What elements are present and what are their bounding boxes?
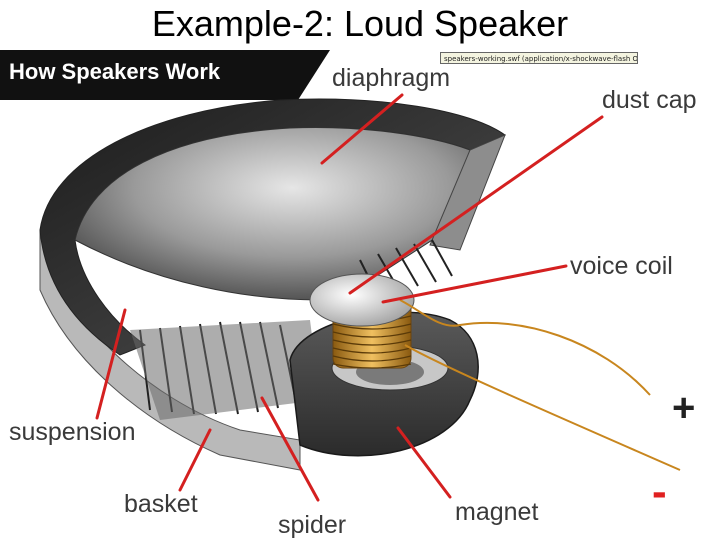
terminal-negative-sign: - (652, 467, 667, 516)
label-diaphragm: diaphragm (332, 64, 451, 92)
dust-cap (309, 273, 415, 327)
leader-line-diaphragm (320, 93, 404, 165)
spider-body (130, 320, 320, 420)
leader-line-dust-cap (348, 115, 604, 295)
flash-object-tooltip: speakers-working.swf (application/x-shoc… (440, 52, 638, 64)
label-magnet: magnet (455, 498, 539, 526)
leader-line-suspension (95, 308, 127, 420)
diaphragm-cone (74, 126, 471, 301)
leader-line-basket (178, 428, 212, 492)
slide-title: Example-2: Loud Speaker (151, 3, 569, 44)
label-suspension: suspension (9, 418, 136, 446)
leader-lines (95, 93, 604, 502)
label-basket: basket (124, 490, 198, 518)
speaker-cutaway-illustration (0, 50, 681, 502)
label-spider: spider (278, 511, 347, 539)
leader-line-magnet (396, 426, 452, 499)
banner-title: How Speakers Work (9, 59, 221, 84)
lead-wires (399, 299, 681, 471)
leader-line-voice-coil (381, 264, 568, 304)
terminal-positive-sign: + (672, 386, 696, 430)
label-dust-cap: dust cap (602, 86, 697, 114)
banner-background (0, 50, 330, 100)
cone-cut-face (429, 134, 506, 251)
label-voice-coil: voice coil (570, 252, 673, 280)
leader-line-spider (260, 396, 320, 502)
